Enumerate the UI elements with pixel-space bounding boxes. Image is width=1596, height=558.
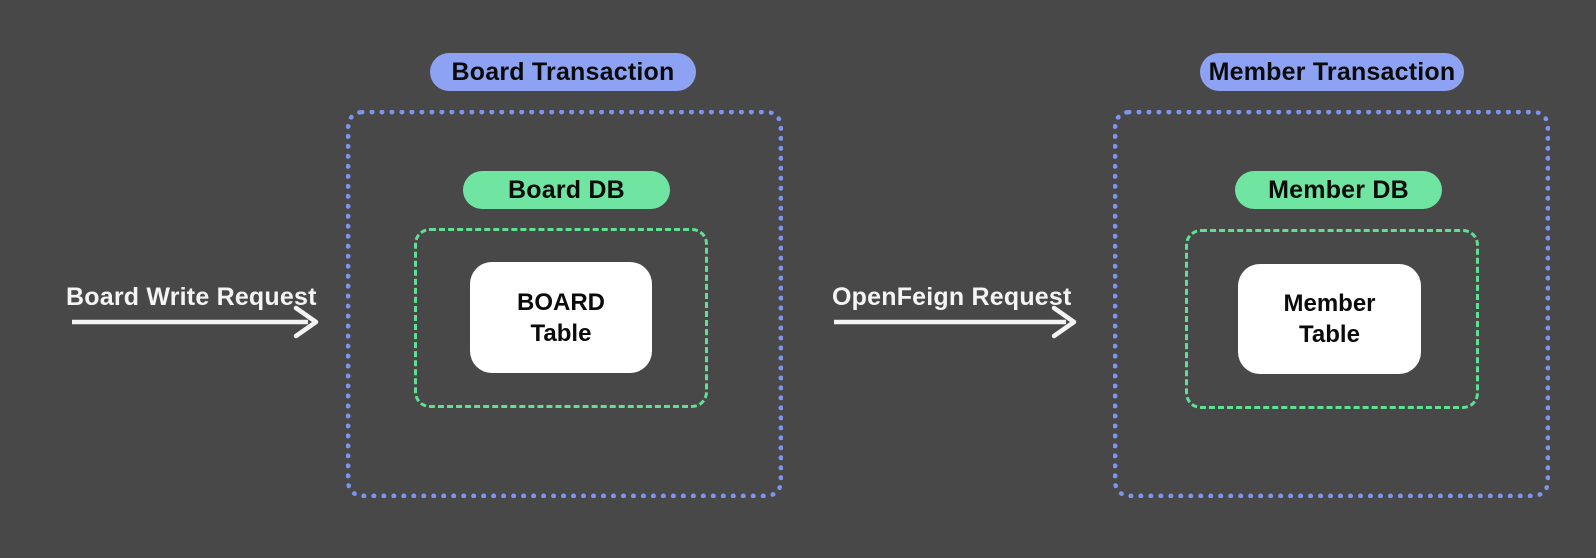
openfeign-request-arrow-icon	[834, 305, 1077, 339]
board-transaction-pill: Board Transaction	[430, 53, 696, 91]
member-db-scope-boundary	[1185, 229, 1479, 409]
board-table-node: BOARD Table	[470, 262, 652, 373]
member-db-pill: Member DB	[1235, 171, 1442, 209]
member-transaction-label: Member Transaction	[1208, 57, 1456, 86]
board-transaction-boundary	[346, 110, 783, 498]
board-write-request-label: Board Write Request	[66, 283, 317, 311]
board-db-pill: Board DB	[463, 171, 670, 209]
member-table-label-line1: Member	[1283, 290, 1376, 317]
member-transaction-boundary	[1113, 110, 1550, 498]
board-transaction-label: Board Transaction	[451, 57, 675, 86]
member-transaction-pill: Member Transaction	[1200, 53, 1464, 91]
board-db-label: Board DB	[508, 175, 625, 204]
member-db-label: Member DB	[1268, 175, 1409, 204]
openfeign-request-label: OpenFeign Request	[832, 283, 1072, 311]
board-table-label-line1: BOARD	[517, 288, 605, 316]
board-db-scope-boundary	[414, 228, 708, 408]
member-table-label-line2: Table	[1299, 321, 1360, 348]
board-write-request-arrow-icon	[72, 305, 319, 339]
board-table-label-line2: Table	[530, 319, 592, 347]
member-table-node: Member Table	[1238, 264, 1421, 374]
